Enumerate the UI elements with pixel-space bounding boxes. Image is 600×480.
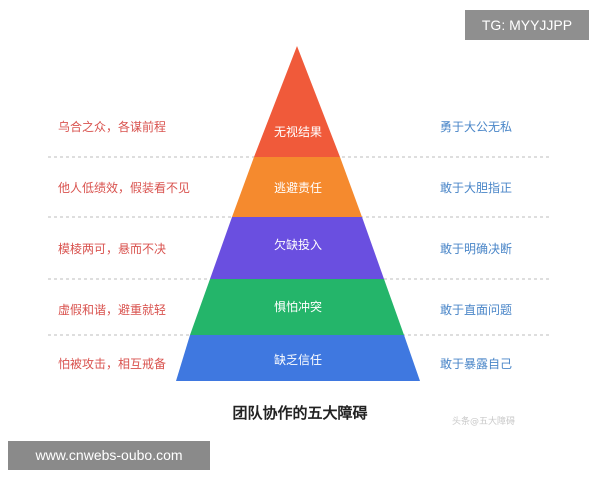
top-watermark: TG: MYYJJPP	[465, 10, 589, 40]
tier-4-label: 惧怕冲突	[274, 299, 322, 314]
tier-2-right-text: 敢于大胆指正	[440, 180, 512, 195]
tier-2-left-text: 他人低绩效，假装看不见	[58, 180, 190, 195]
tier-2-shape	[232, 157, 362, 217]
tier-3-left-text: 模棱两可，悬而不决	[58, 241, 166, 256]
tier-1-right-text: 勇于大公无私	[440, 120, 512, 134]
tier-2-label: 逃避责任	[274, 181, 322, 195]
tier-1-left-text: 乌合之众，各谋前程	[58, 119, 166, 134]
tier-4-shape	[190, 279, 404, 335]
tier-5-shape	[176, 335, 420, 381]
tier-3-right-text: 敢于明确决断	[440, 241, 512, 256]
tier-3-shape	[210, 217, 384, 279]
tier-1-shape	[254, 46, 340, 157]
faint-watermark: 头条@五大障碍	[452, 417, 516, 427]
tier-4-right-text: 敢于直面问题	[440, 303, 512, 317]
diagram-title: 团队协作的五大障碍	[232, 404, 368, 422]
tier-4-left-text: 虚假和谐，避重就轻	[58, 303, 166, 317]
tier-5-left-text: 怕被攻击，相互戒备	[58, 356, 166, 371]
bottom-watermark: www.cnwebs-oubo.com	[8, 441, 210, 470]
tier-5-label: 缺乏信任	[274, 352, 322, 367]
tier-1-label: 无视结果	[274, 124, 322, 139]
tier-3-label: 欠缺投入	[274, 237, 322, 252]
tier-5-right-text: 敢于暴露自己	[440, 357, 512, 371]
